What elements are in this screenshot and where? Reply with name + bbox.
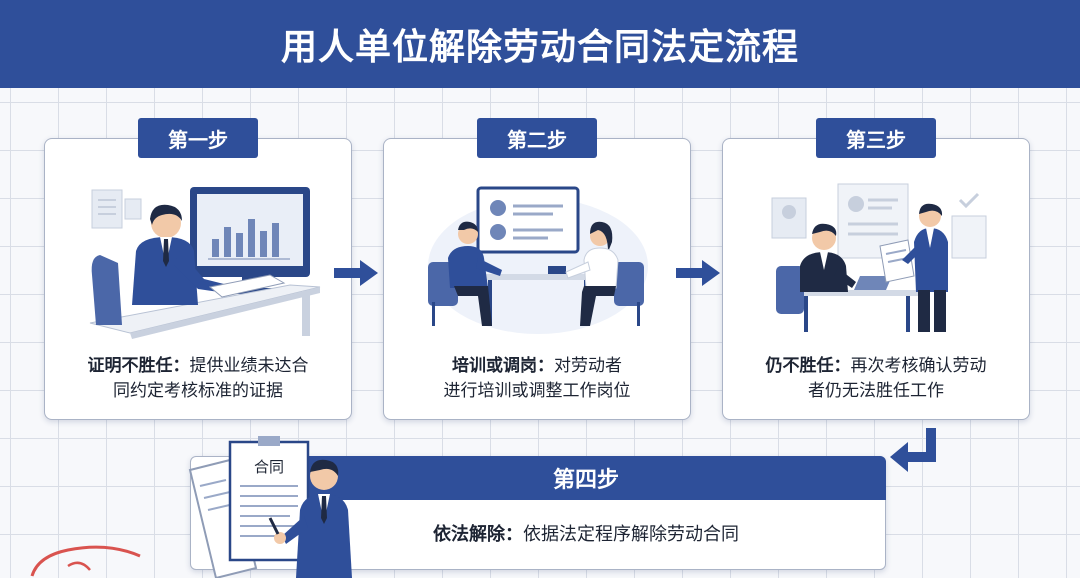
title-banner: 用人单位解除劳动合同法定流程 [0,0,1080,88]
step-1-text-line2: 同约定考核标准的证据 [113,381,283,401]
step-2-text-line2: 进行培训或调整工作岗位 [443,381,631,401]
arrow-right-icon [334,260,378,286]
red-scribble-decoration [30,545,141,577]
contract-label: 合同 [253,458,284,476]
step-2-label: 培训或调岗： [452,356,554,376]
page-title: 用人单位解除劳动合同法定流程 [280,27,799,68]
contract-presenter-illustration [188,436,352,578]
step-1-description: 证明不胜任：提供业绩未达合 同约定考核标准的证据 [48,354,348,404]
step-1-text-line1: 提供业绩未达合 [189,356,309,376]
reassessment-review-illustration [771,183,987,332]
arrow-right-icon [676,260,720,286]
step-4-text: 依据法定程序解除劳动合同 [523,524,739,545]
step-4-description: 依法解除：依据法定程序解除劳动合同 [286,522,886,547]
step-4-label: 依法解除： [433,524,523,545]
training-meeting-illustration [428,186,648,334]
step-3-text-line1: 再次考核确认劳动 [850,356,987,376]
step-3-text-line2: 者仍无法胜任工作 [808,381,944,401]
step-1-label: 证明不胜任： [87,356,190,376]
step-2-description: 培训或调岗：对劳动者 进行培训或调整工作岗位 [387,354,687,404]
step-2-tag: 第二步 [477,118,597,158]
step-3-description: 仍不胜任：再次考核确认劳动 者仍无法胜任工作 [726,354,1026,404]
step-3-label: 仍不胜任： [765,356,851,376]
arrow-elbow-down-left-icon [890,428,936,472]
employee-at-computer-illustration [89,187,321,339]
step-4-header: 第四步 [286,456,886,500]
step-3-tag: 第三步 [816,118,936,158]
step-2-text-line1: 对劳动者 [554,356,622,376]
step-1-tag: 第一步 [138,118,258,158]
